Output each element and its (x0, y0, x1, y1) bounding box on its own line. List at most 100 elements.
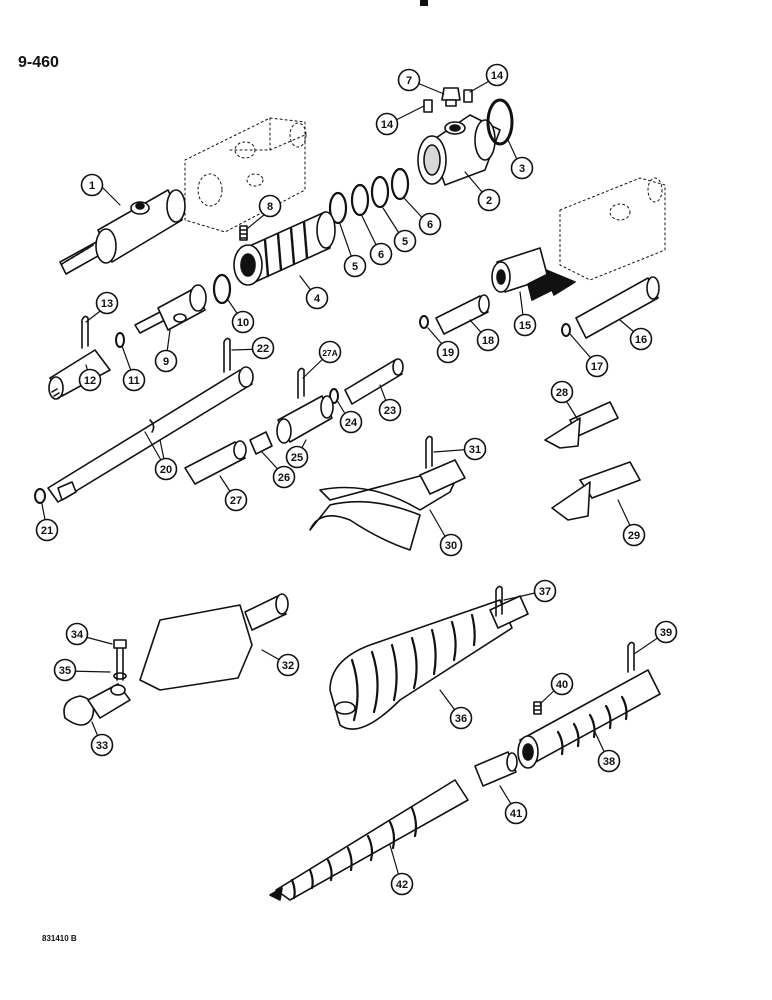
callout-6: 6 (418, 212, 442, 236)
callout-number: 31 (469, 444, 481, 456)
callout-number: 23 (384, 405, 396, 417)
part-42-pilot-auger (269, 779, 469, 901)
callout-layer: 1234556678910111213141415161718192021222… (35, 63, 678, 896)
callout-4: 4 (305, 286, 329, 310)
callout-30: 30 (439, 533, 463, 557)
callout-circle (397, 68, 421, 92)
callout-number: 27A (322, 348, 338, 358)
callout-number: 1 (89, 180, 95, 192)
top-edge-mark (420, 0, 428, 6)
callout-39: 39 (654, 620, 678, 644)
callout-40: 40 (550, 672, 574, 696)
leader-lines (41, 75, 666, 884)
callout-circle (476, 328, 500, 352)
callout-2: 2 (477, 188, 501, 212)
part-26-sleeve (249, 431, 273, 455)
part-8-set-screw (239, 225, 248, 241)
callout-number: 6 (427, 219, 433, 231)
callout-circle (449, 706, 473, 730)
callout-21: 21 (35, 518, 59, 542)
callout-number: 14 (491, 70, 504, 82)
callout-number: 42 (396, 879, 408, 891)
callout-number: 20 (160, 464, 172, 476)
callout-number: 10 (237, 317, 249, 329)
part-28-bit (544, 401, 619, 449)
callout-number: 35 (59, 665, 71, 677)
part-39-retainer-pin (627, 641, 635, 673)
callout-number: 21 (41, 525, 53, 537)
part-29-bit (551, 461, 641, 521)
callout-circle (485, 63, 509, 87)
callout-circle (272, 465, 296, 489)
callout-33: 33 (90, 733, 114, 757)
callout-number: 41 (510, 808, 522, 820)
callout-20: 20 (154, 457, 178, 481)
callout-number: 18 (482, 335, 494, 347)
callout-circle (224, 488, 248, 512)
callout-circle (78, 368, 102, 392)
callout-number: 15 (519, 320, 531, 332)
callout-circle (65, 622, 89, 646)
callout-circle (393, 229, 417, 253)
callout-22: 22 (251, 336, 275, 360)
callout-number: 24 (345, 417, 358, 429)
callout-number: 34 (71, 629, 84, 641)
part-13-retainer-pin (81, 315, 89, 349)
callout-number: 29 (628, 530, 640, 542)
callout-29: 29 (622, 523, 646, 547)
callout-number: 27 (230, 495, 242, 507)
callout-circle (231, 310, 255, 334)
part-11-o-ring (115, 332, 125, 348)
callout-number: 19 (442, 347, 454, 359)
callout-circle (550, 672, 574, 696)
part-25-coupler (276, 395, 334, 444)
callout-number: 25 (291, 452, 303, 464)
callout-circle (436, 340, 460, 364)
callout-27a: 27A (318, 340, 342, 364)
part-38-auger-section (517, 669, 661, 769)
callout-circle (53, 658, 77, 682)
callout-number: 11 (128, 375, 140, 387)
callout-42: 42 (390, 872, 414, 896)
callout-circle (418, 212, 442, 236)
callout-number: 40 (556, 679, 568, 691)
part-27a-retainer-pin (297, 367, 305, 399)
callout-circle (122, 368, 146, 392)
part-20-drive-shaft (47, 366, 254, 503)
part-16-adapter (575, 276, 660, 339)
part-41-sleeve (474, 751, 518, 787)
callout-circle (513, 313, 537, 337)
callout-9: 9 (154, 349, 178, 373)
parts-5-6-o-rings (328, 167, 410, 225)
housing-right-dashed (559, 177, 666, 281)
callout-number: 39 (660, 627, 672, 639)
callout-3: 3 (510, 156, 534, 180)
callout-circle (463, 437, 487, 461)
part-40-set-screw (533, 701, 542, 715)
callout-24: 24 (339, 410, 363, 434)
part-24-o-ring (329, 388, 339, 404)
part-9-adapter (134, 284, 207, 334)
callout-13: 13 (95, 291, 119, 315)
callout-circle (378, 398, 402, 422)
callout-number: 4 (314, 293, 321, 305)
callout-25: 25 (285, 445, 309, 469)
callout-10: 10 (231, 310, 255, 334)
callout-26: 26 (272, 465, 296, 489)
callout-14: 14 (485, 63, 509, 87)
callout-circle (35, 518, 59, 542)
callout-number: 26 (278, 472, 290, 484)
callout-circle (318, 340, 342, 364)
callout-circle (285, 445, 309, 469)
callout-circle (80, 173, 104, 197)
part-17-o-ring (561, 323, 571, 337)
callout-number: 38 (603, 756, 615, 768)
callout-number: 33 (96, 740, 108, 752)
callout-19: 19 (436, 340, 460, 364)
callout-number: 17 (591, 361, 603, 373)
callout-number: 9 (163, 356, 169, 368)
callout-number: 32 (282, 660, 294, 672)
callout-number: 8 (267, 201, 273, 213)
callout-number: 30 (445, 540, 457, 552)
callout-number: 36 (455, 713, 467, 725)
